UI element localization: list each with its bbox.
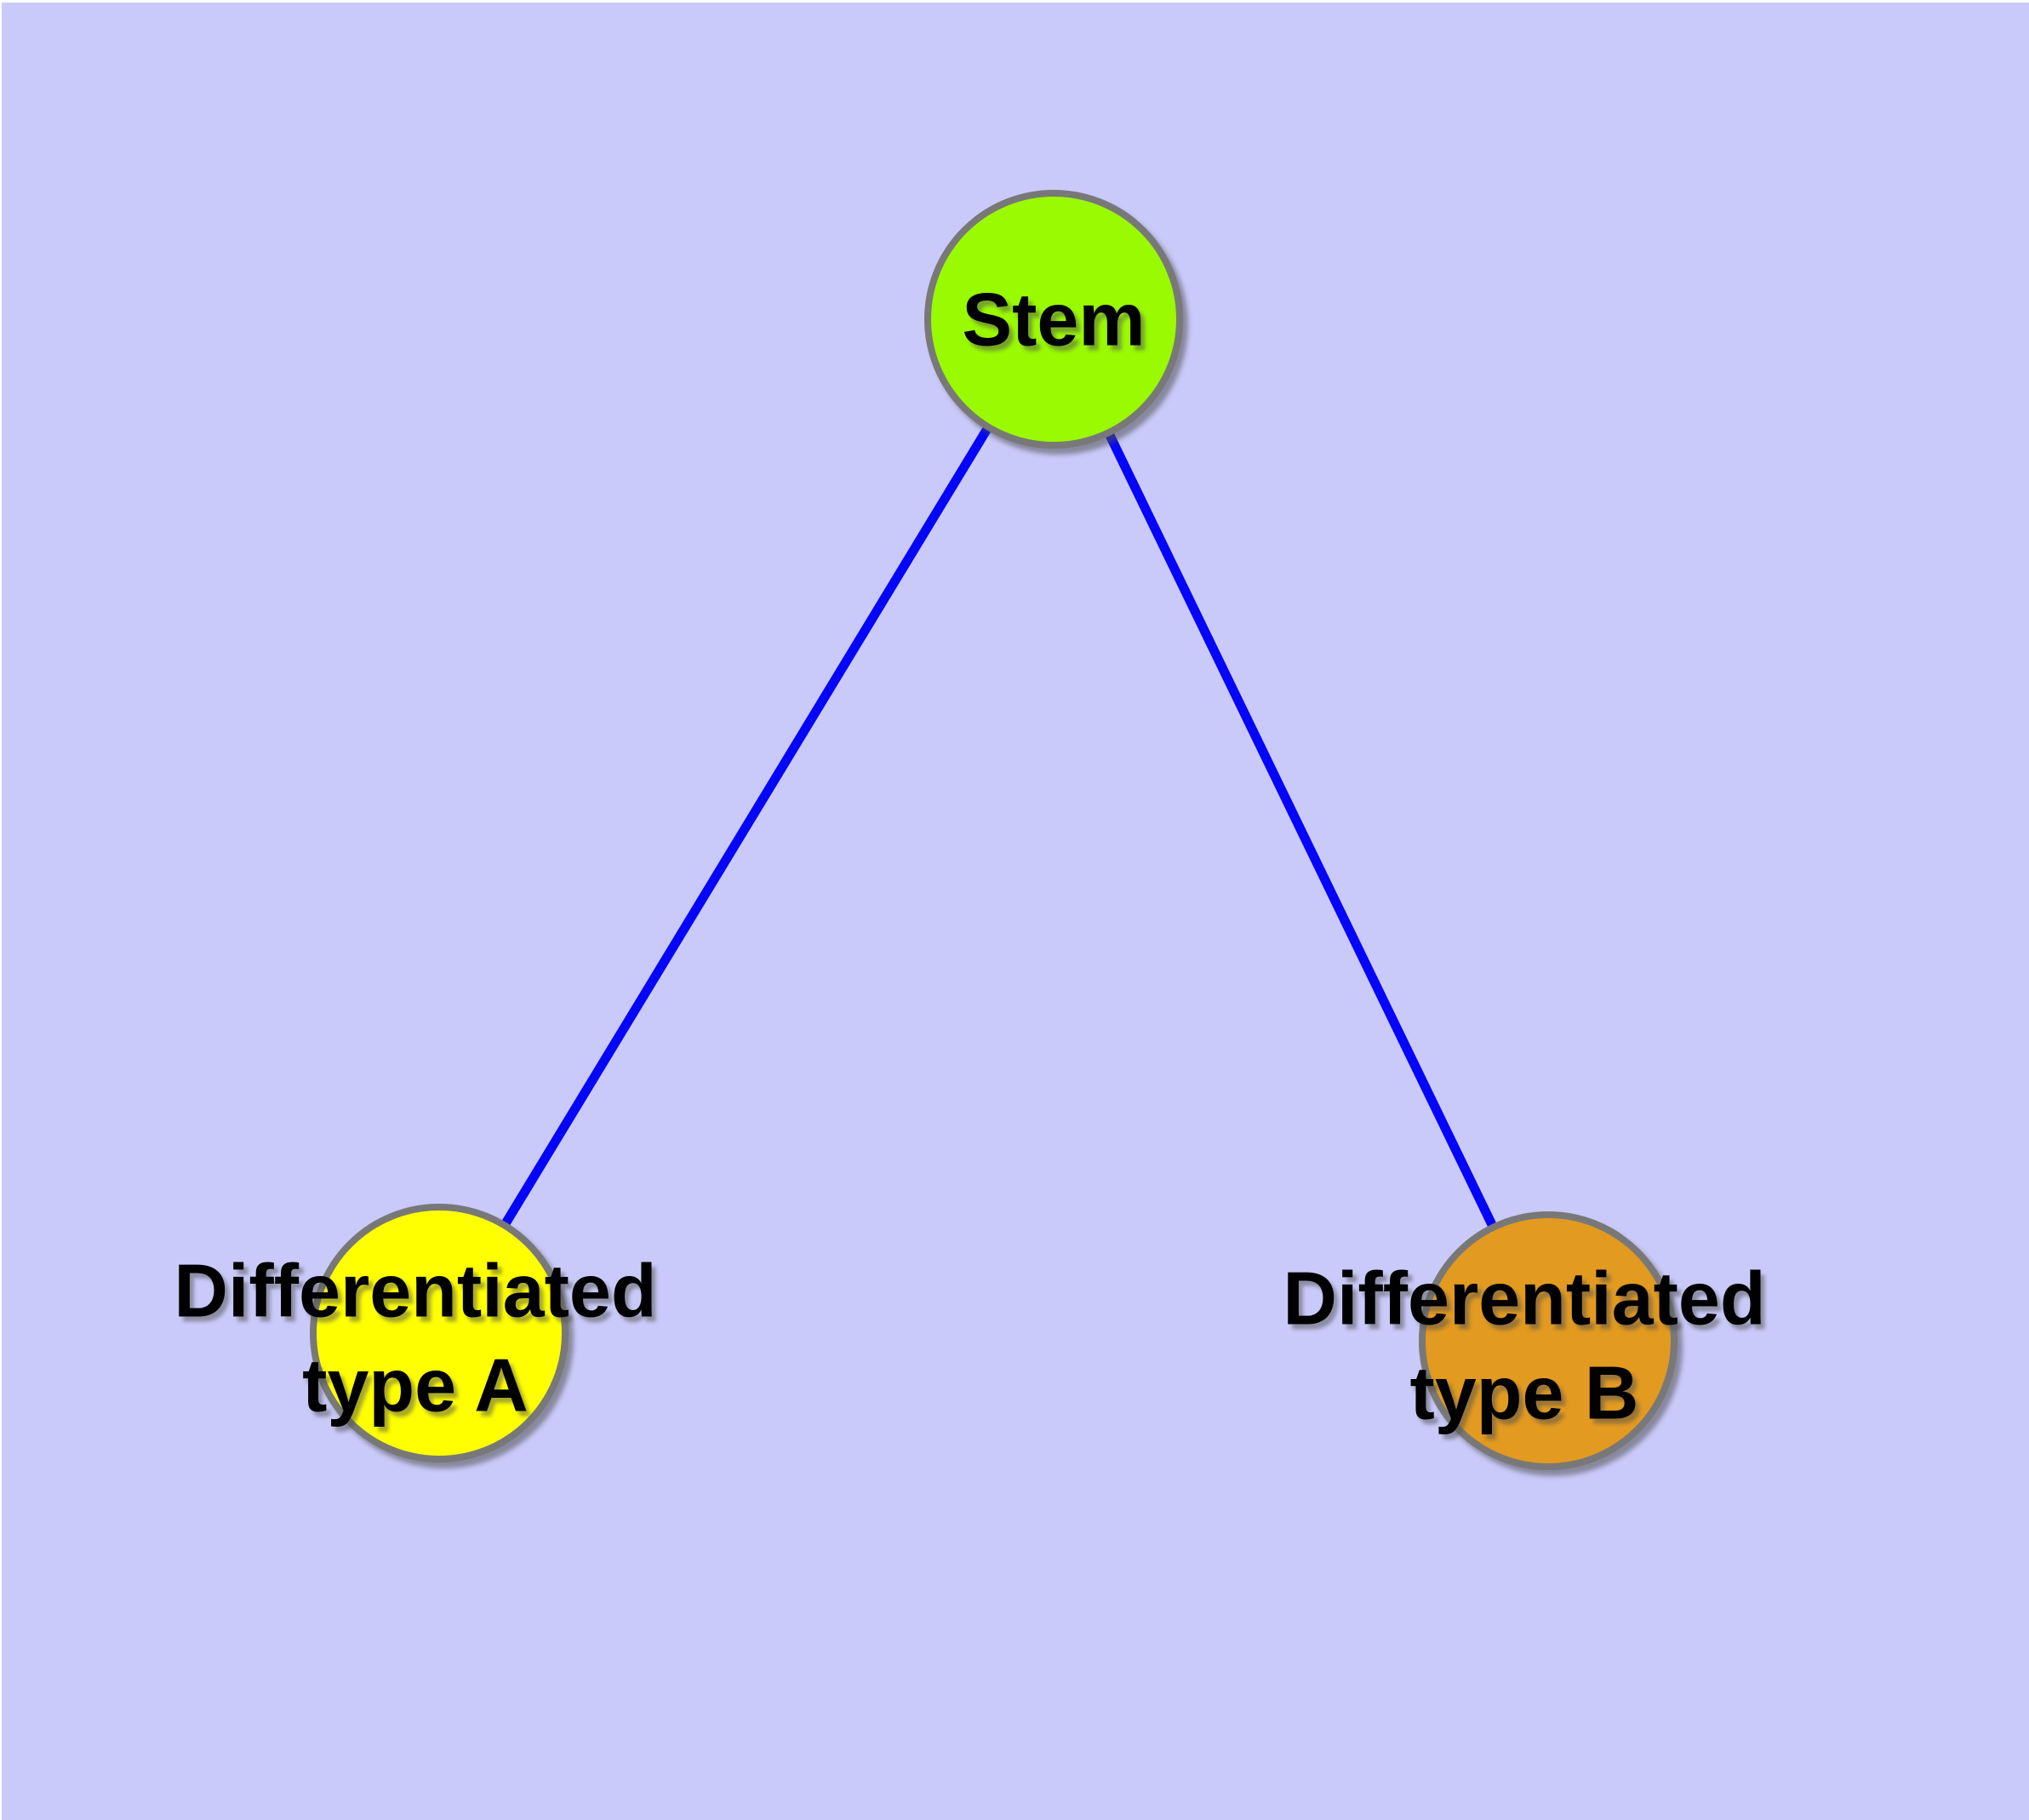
node-stem (924, 190, 1183, 449)
node-label-type-b-line2: type B (1410, 1351, 1639, 1435)
node-differentiated-type-b (1419, 1211, 1677, 1470)
node-label-type-b-line1: Differentiated (1283, 1256, 1765, 1341)
node-label-type-a-line2: type A (302, 1343, 529, 1428)
node-label-type-a-line1: Differentiated (174, 1249, 656, 1333)
edge-stem-to-type-b (1049, 317, 1552, 1343)
edge-stem-to-type-a (435, 317, 1058, 1336)
node-label-stem: Stem (962, 278, 1145, 362)
node-differentiated-type-a (310, 1204, 569, 1462)
